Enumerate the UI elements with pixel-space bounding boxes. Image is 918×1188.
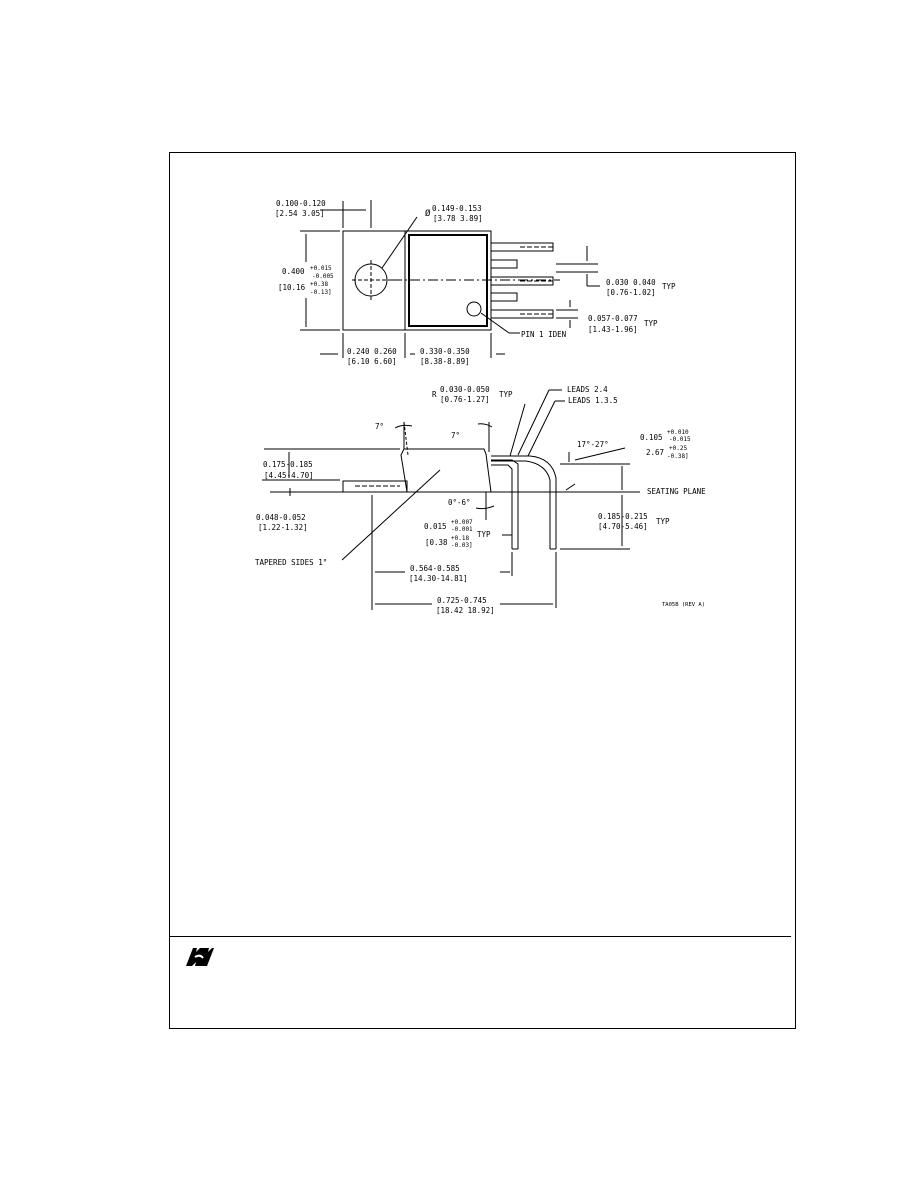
dim-lead-offset-tol-in-plus: +0.010 [667,429,689,436]
dim-tab-thickness-mm: [1.22-1.32] [258,523,308,532]
dim-overall-2-in: 0.725-0.745 [437,596,487,605]
seating-plane-label: SEATING PLANE [647,487,706,496]
dim-hole-diameter-mm: [3.78 3.89] [433,214,483,223]
dim-lead-offset-tol-mm-minus: -0.38] [667,453,689,460]
dim-height-in: 0.400 [282,267,305,276]
dim-radius-typ: TYP [499,390,513,399]
pin1-label: PIN 1 IDEN [521,330,566,339]
top-view [300,200,600,358]
dim-lead-thickness-tol-mm-minus: -0.03] [451,542,473,549]
dim-lead-thickness-tol-in-minus: -0.001 [451,526,473,533]
page-frame [169,152,796,1029]
national-semiconductor-logo-icon [186,948,214,966]
dim-lead-thickness-tol-mm-plus: +0.18 [451,535,469,542]
dim-lead-length-typ: TYP [656,517,670,526]
dim-lead-thickness-mm: [0.38 [425,538,448,547]
dim-body-length-in: 0.330-0.350 [420,347,470,356]
dim-hole-diameter-in: 0.149-0.153 [432,204,482,213]
leads-135-label: LEADS 1.3.5 [568,396,618,405]
dim-lead-length-mm: [4.70-5.46] [598,522,648,531]
dim-lead-offset-mm: 2.67 [646,448,664,457]
dim-height-mm: [10.16 [278,283,306,292]
diameter-symbol: Ø [425,208,431,219]
dim-lead-pitch-in: 0.030 0.040 [606,278,656,287]
dim-lead-offset-in: 0.105 [640,433,663,442]
footer-divider [169,936,791,937]
dim-radius-mm: [0.76-1.27] [440,395,490,404]
dim-overall-1-in: 0.564-0.585 [410,564,460,573]
dim-lead-pitch-typ: TYP [662,282,676,291]
dim-lead-offset-tol-mm-plus: +0.25 [669,445,687,452]
dim-overall-1-mm: [14.30-14.81] [409,574,468,583]
radius-prefix: R [432,390,437,399]
lead-2 [490,259,518,269]
dim-lead-thickness-tol-in-plus: +0.007 [451,519,473,526]
leads-24-label: LEADS 2.4 [567,385,608,394]
tapered-sides-label: TAPERED SIDES 1° [255,558,327,567]
dim-body-height-mm: [4.45-4.70] [264,471,314,480]
angle-right: 7° [451,431,460,440]
dim-lead-thickness-in: 0.015 [424,522,447,531]
dim-height-tol-mm-plus: +0.38 [310,281,328,288]
pin1-marker [466,301,482,317]
dim-body-height-in: 0.175-0.185 [263,460,313,469]
angle-left: 7° [375,422,384,431]
dim-lead-width-in: 0.057-0.077 [588,314,638,323]
dim-lead-offset-tol-in-minus: -0.015 [669,436,691,443]
dim-lead-thickness-typ: TYP [477,530,491,539]
dim-lead-width-mm: [1.43-1.96] [588,325,638,334]
dim-tab-offset-mm: [2.54 3.05] [275,209,325,218]
dim-tab-length-in: 0.240 0.260 [347,347,397,356]
dim-height-tol-in-minus: -0.005 [312,273,334,280]
angle-bottom: 0°-6° [448,498,471,507]
lead-4 [490,292,518,302]
dim-body-length-mm: [8.38-8.89] [420,357,470,366]
angle-lead: 17°-27° [577,440,609,449]
drawing-number: TA05B (REV A) [662,602,705,608]
side-body [400,448,492,493]
dim-tab-thickness-in: 0.048-0.052 [256,513,306,522]
dim-tab-length-mm: [6.10 6.60] [347,357,397,366]
lead-down [491,459,519,550]
dim-lead-pitch-mm: [0.76-1.02] [606,288,656,297]
dim-overall-2-mm: [18.42 18.92] [436,606,495,615]
side-view [262,389,640,610]
dim-height-tol-mm-minus: -0.13] [310,289,332,296]
dim-lead-width-typ: TYP [644,319,658,328]
dim-height-tol-in-plus: +0.015 [310,265,332,272]
dim-radius-in: 0.030-0.050 [440,385,490,394]
dim-lead-length-in: 0.185-0.215 [598,512,648,521]
lead-bent [491,455,557,550]
dim-tab-offset-in: 0.100-0.120 [276,199,326,208]
